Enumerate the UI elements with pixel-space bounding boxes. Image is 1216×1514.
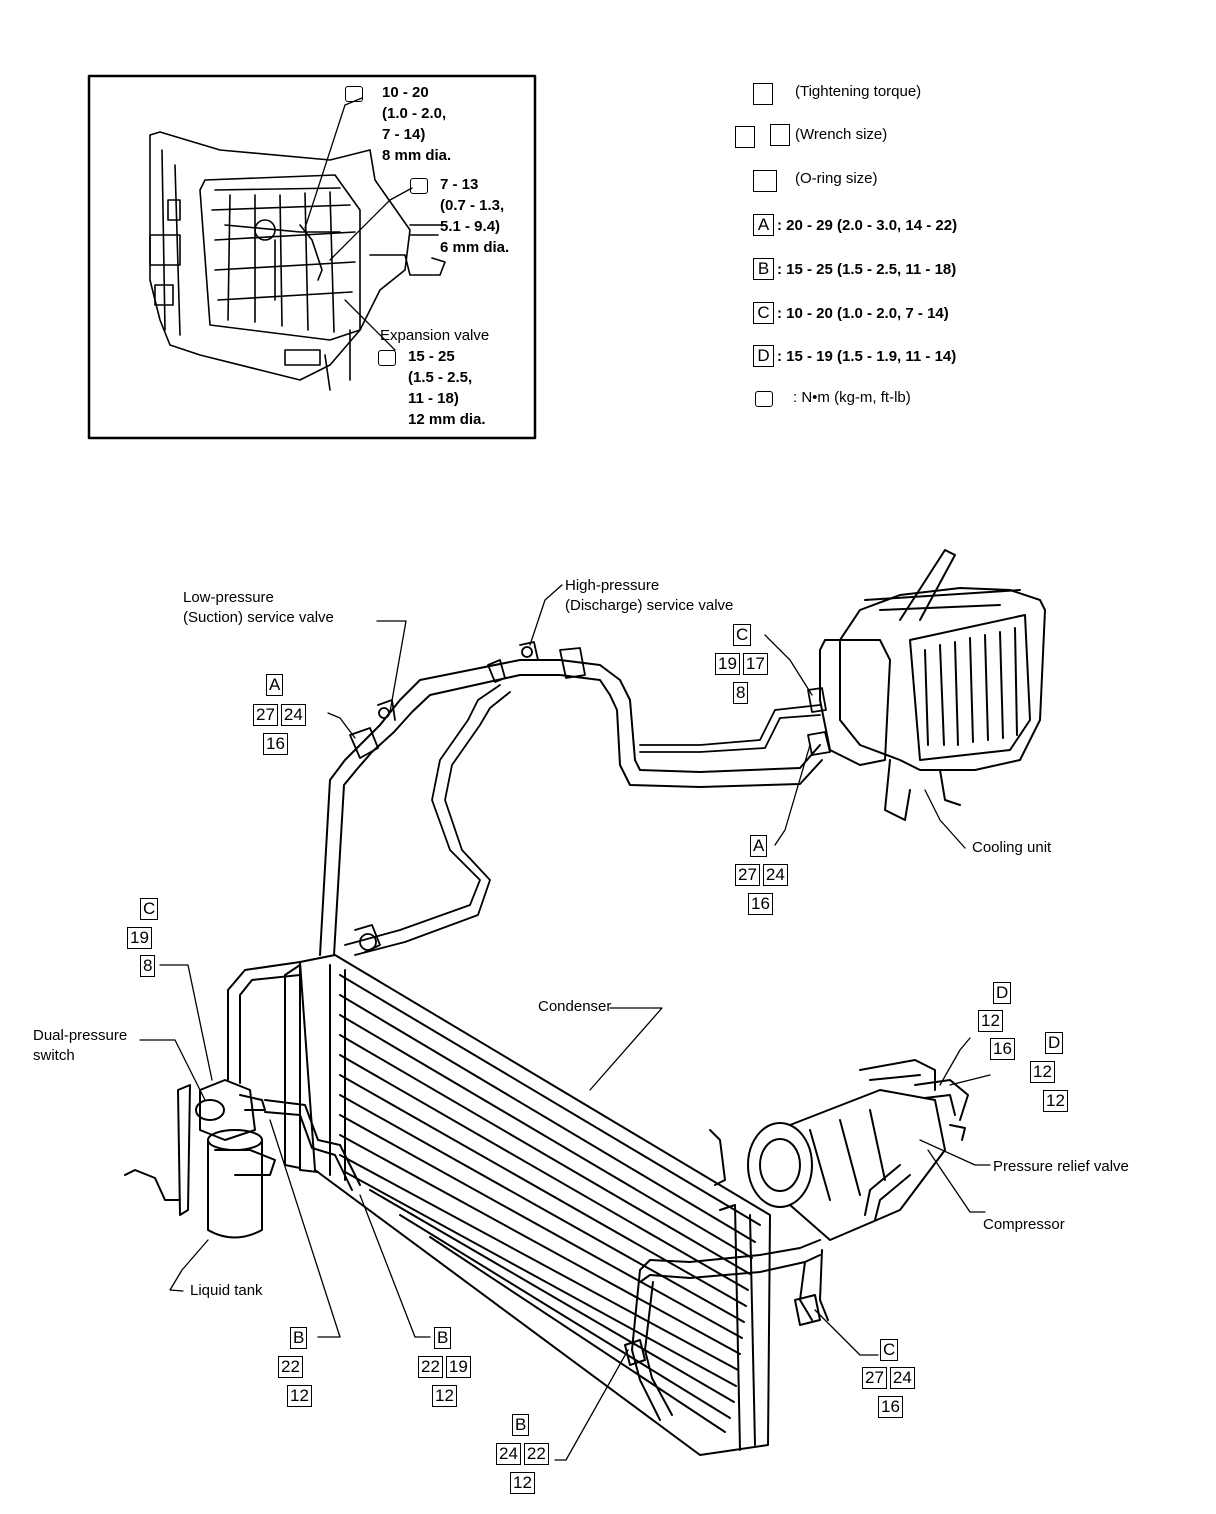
inset-torque-mid: 7 - 13 (0.7 - 1.3, 5.1 - 9.4) 6 mm dia. (440, 176, 510, 256)
inset-torque-top: 10 - 20 (1.0 - 2.0, 7 - 14) 8 mm dia. (382, 84, 452, 164)
torque-key: D (993, 982, 1012, 1004)
oring-size: 8 (140, 955, 156, 977)
expansion-valve-label: Expansion valve (380, 327, 490, 344)
suction-line (319, 659, 823, 956)
wrench-size-box-icon (735, 126, 755, 148)
wrench-size: 12 (978, 1010, 1003, 1032)
inset-leaders (304, 97, 413, 351)
torque-key: A (750, 835, 768, 857)
wrench-size: 22 (418, 1356, 443, 1378)
legend-wrench: (Wrench size) (795, 126, 888, 143)
torque-key: B (434, 1327, 452, 1349)
torque-key: D (1045, 1032, 1064, 1054)
liquid-tank-label: Liquid tank (190, 1282, 263, 1299)
wrench-size: 22 (523, 1443, 549, 1465)
oring-size: 16 (878, 1396, 903, 1418)
wrench-size: 24 (280, 704, 306, 726)
discharge-line (344, 684, 821, 956)
oring-size: 12 (510, 1472, 535, 1494)
legend-unit: : N•m (kg-m, ft-lb) (793, 389, 911, 406)
torque-key: B (290, 1327, 308, 1349)
condenser-label: Condenser (538, 998, 612, 1015)
torque-key: A (266, 674, 284, 696)
compressor-piping (624, 1239, 829, 1421)
condenser-drawing (284, 954, 771, 1456)
torque-wrench-icon (755, 391, 773, 407)
oring-size: 16 (748, 893, 773, 915)
oring-size-box-icon (753, 170, 777, 192)
wrench-size-box-icon (770, 124, 790, 146)
compressor-label: Compressor (983, 1216, 1065, 1233)
oring-size: 12 (287, 1385, 312, 1407)
cooling-unit-drawing (819, 549, 1046, 821)
inset-torque-bottom: 15 - 25 (1.5 - 2.5, 11 - 18) 12 mm dia. (408, 348, 486, 428)
torque-wrench-icon (378, 350, 396, 366)
inset-frame (87, 74, 537, 440)
legend-oring: (O-ring size) (795, 170, 878, 187)
torque-key: C (880, 1339, 899, 1361)
wrench-size: 22 (278, 1356, 303, 1378)
wrench-size: 24 (762, 864, 788, 886)
oring-size: 12 (1043, 1090, 1068, 1112)
oring-size: 16 (990, 1038, 1015, 1060)
oring-size: 16 (263, 733, 288, 755)
high-pressure-valve-label: High-pressure (Discharge) service valve (565, 577, 734, 614)
tightening-torque-box-icon (753, 83, 773, 105)
wrench-size: 27 (253, 704, 278, 726)
wrench-size: 19 (127, 927, 152, 949)
dual-pressure-switch-label: Dual-pressure switch (33, 1027, 128, 1064)
legend-item-c: C: 10 - 20 (1.0 - 2.0, 7 - 14) (753, 302, 949, 324)
wrench-size: 27 (862, 1367, 887, 1389)
legend-tightening: (Tightening torque) (795, 83, 922, 100)
cooling-unit-label: Cooling unit (972, 839, 1052, 856)
torque-wrench-icon (345, 86, 363, 102)
legend-item-b: B: 15 - 25 (1.5 - 2.5, 11 - 18) (753, 258, 956, 280)
torque-wrench-icon (410, 178, 428, 194)
oring-size: 8 (733, 682, 749, 704)
torque-key: C (140, 898, 159, 920)
torque-key: B (512, 1414, 530, 1436)
torque-key: C (733, 624, 752, 646)
pressure-relief-valve-label: Pressure relief valve (993, 1158, 1129, 1175)
wrench-size: 19 (445, 1356, 471, 1378)
wrench-size: 19 (715, 653, 740, 675)
wrench-size: 12 (1030, 1061, 1055, 1083)
wrench-size: 24 (889, 1367, 915, 1389)
inset-evaporator-sketch (149, 131, 446, 391)
liquid-tank-drawing (124, 1079, 276, 1239)
leader-lines (139, 584, 991, 1461)
liquid-line (227, 961, 361, 1191)
legend-item-a: A: 20 - 29 (2.0 - 3.0, 14 - 22) (753, 214, 957, 236)
legend-item-d: D: 15 - 19 (1.5 - 1.9, 11 - 14) (753, 345, 956, 367)
service-valves (349, 641, 831, 953)
oring-size: 12 (432, 1385, 457, 1407)
wrench-size: 17 (742, 653, 768, 675)
compressor-drawing (709, 1059, 969, 1241)
wrench-size: 24 (496, 1443, 521, 1465)
wrench-size: 27 (735, 864, 760, 886)
low-pressure-valve-label: Low-pressure (Suction) service valve (183, 589, 334, 626)
